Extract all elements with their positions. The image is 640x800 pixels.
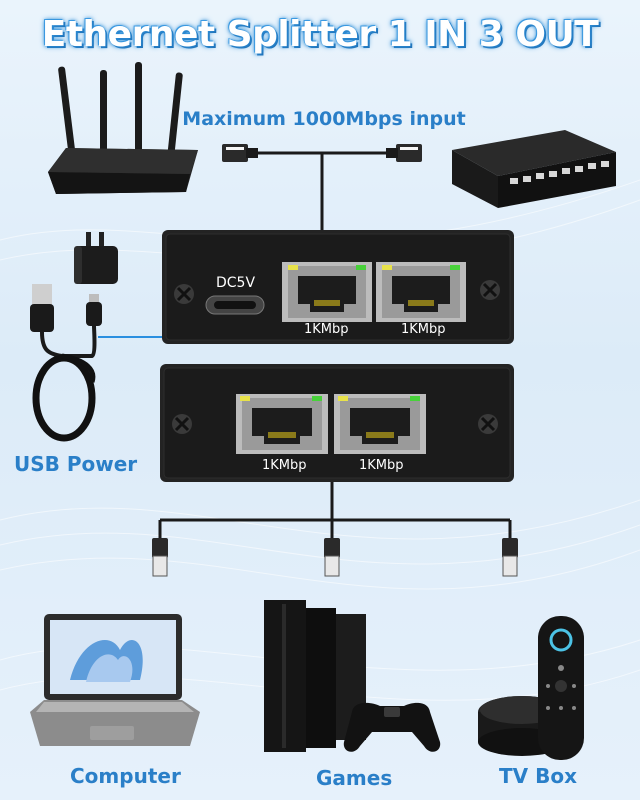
rj45-plug-icon — [222, 144, 258, 162]
input-cable — [222, 144, 422, 232]
ethernet-port — [334, 394, 426, 454]
device-label-tv-box: TV Box — [499, 764, 577, 788]
input-speed-label: Maximum 1000Mbps input — [182, 108, 466, 130]
ethernet-port — [236, 394, 328, 454]
splitter-upper-unit — [162, 230, 514, 344]
rj45-plug-icon — [324, 538, 340, 577]
rj45-plug-icon — [502, 538, 518, 577]
gamepad-icon — [343, 702, 441, 752]
port-speed-label: 1KMbp — [359, 458, 404, 473]
usb-power-label: USB Power — [14, 452, 138, 476]
power-adapter-icon — [74, 232, 118, 284]
ethernet-port — [282, 262, 372, 322]
dc-input-label: DC5V — [216, 275, 256, 291]
page-title: Ethernet Splitter 1 IN 3 OUT — [41, 14, 599, 55]
ethernet-port — [376, 262, 466, 322]
usb-cable-icon — [30, 284, 102, 442]
remote-control-icon — [538, 616, 584, 760]
port-speed-label: 1KMbp — [262, 458, 307, 473]
laptop-icon — [30, 614, 200, 746]
port-speed-label: 1KMbp — [304, 322, 349, 337]
splitter-lower-unit — [160, 364, 514, 482]
router-icon — [48, 62, 198, 194]
output-cables — [152, 482, 518, 577]
network-switch-icon — [452, 130, 616, 208]
rj45-plug-icon — [152, 538, 168, 577]
rj45-plug-icon — [386, 144, 422, 162]
port-speed-label: 1KMbp — [401, 322, 446, 337]
device-label-computer: Computer — [70, 764, 181, 788]
device-label-games: Games — [316, 766, 393, 790]
